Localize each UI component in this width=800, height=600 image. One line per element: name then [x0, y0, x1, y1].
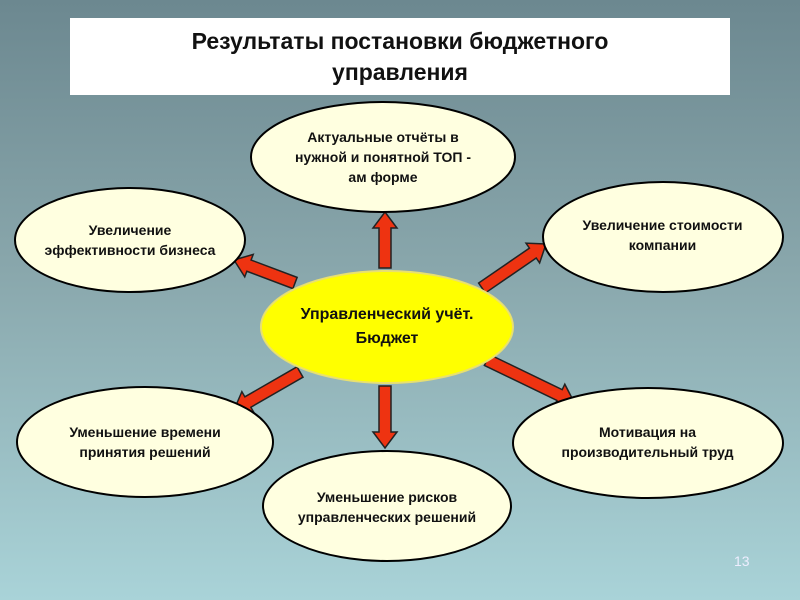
node-left-shape [14, 187, 246, 293]
node-right-shape [542, 181, 784, 293]
node-bottom-left-label: Уменьшение времени принятия решений [69, 424, 221, 460]
node-right-label: Увеличение стоимости компании [582, 217, 743, 253]
center-node-label: Управленческий учёт. Бюджет [300, 306, 474, 347]
slide-title: Результаты постановки бюджетного управле… [191, 27, 609, 85]
arrow-down-icon [371, 385, 399, 450]
node-left-label: Увеличение эффективности бизнеса [44, 222, 216, 258]
title-box: Результаты постановки бюджетного управле… [70, 18, 730, 95]
arrow-up-right-icon [477, 242, 548, 294]
node-bottom-label: Уменьшение рисков управленческих решений [297, 489, 477, 525]
node-bottom-right-label: Мотивация на производительный труд [561, 424, 734, 460]
arrow-up-left-icon [232, 253, 299, 290]
node-bottom-left-shape [16, 386, 274, 498]
arrow-up-icon [371, 210, 399, 269]
center-node-shape [260, 270, 514, 384]
node-bottom-right-shape [512, 387, 784, 499]
node-top-label: Актуальные отчёты в нужной и понятной ТО… [294, 129, 472, 185]
arrow-down-right-icon [483, 353, 576, 407]
page-number: 13 [734, 553, 750, 569]
node-top-shape [250, 101, 516, 213]
node-bottom-shape [262, 450, 512, 562]
